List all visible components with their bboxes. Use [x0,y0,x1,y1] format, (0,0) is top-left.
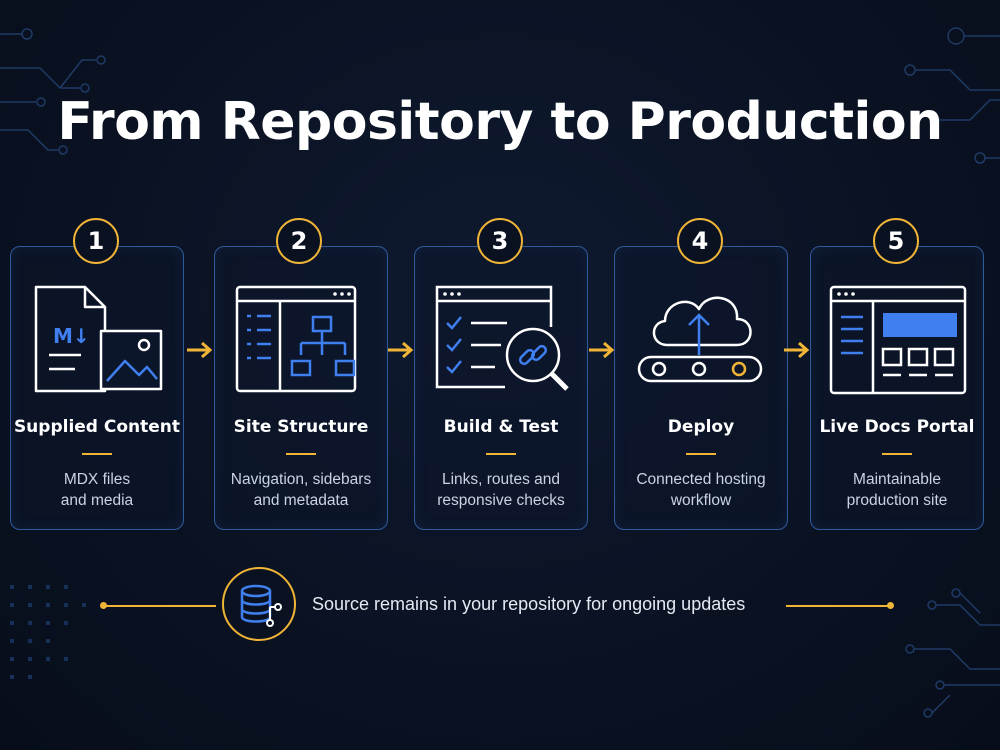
page-title: From Repository to Production [57,92,943,152]
step-number-badge: 1 [73,218,119,264]
connector-dot [887,602,894,609]
divider [686,453,716,455]
divider [286,453,316,455]
step-number-badge: 3 [477,218,523,264]
step-title: Deploy [667,417,735,437]
arrow-right-icon [388,341,414,359]
checklist-magnifier-icon [435,285,569,391]
database-repository-icon [222,567,296,641]
connector-dot [100,602,107,609]
markdown-file-image-icon: M↓ [34,285,163,393]
step-number-badge: 5 [873,218,919,264]
arrow-right-icon [784,341,810,359]
divider [82,453,112,455]
cloud-upload-conveyor-icon [637,296,763,383]
step-title: Build & Test [443,417,559,437]
sitemap-window-icon [235,285,357,393]
circuit-decoration-left [0,28,106,155]
divider [882,453,912,455]
step-title: Supplied Content [13,417,181,437]
arrow-right-icon [589,341,615,359]
footer-note: Source remains in your repository for on… [312,594,746,614]
step-number-badge: 4 [677,218,723,264]
connector-line [104,605,216,607]
circuit-decoration-right-bottom [905,588,1000,718]
browser-layout-icon [829,285,967,395]
step-number-badge: 2 [276,218,322,264]
step-title: Site Structure [233,417,369,437]
connector-line [786,605,890,607]
divider [486,453,516,455]
dot-grid-decoration [10,585,86,679]
arrow-right-icon [187,341,213,359]
step-title: Live Docs Portal [819,417,975,437]
circuit-decoration-right-top [904,27,1000,164]
markdown-label: M↓ [53,324,90,348]
